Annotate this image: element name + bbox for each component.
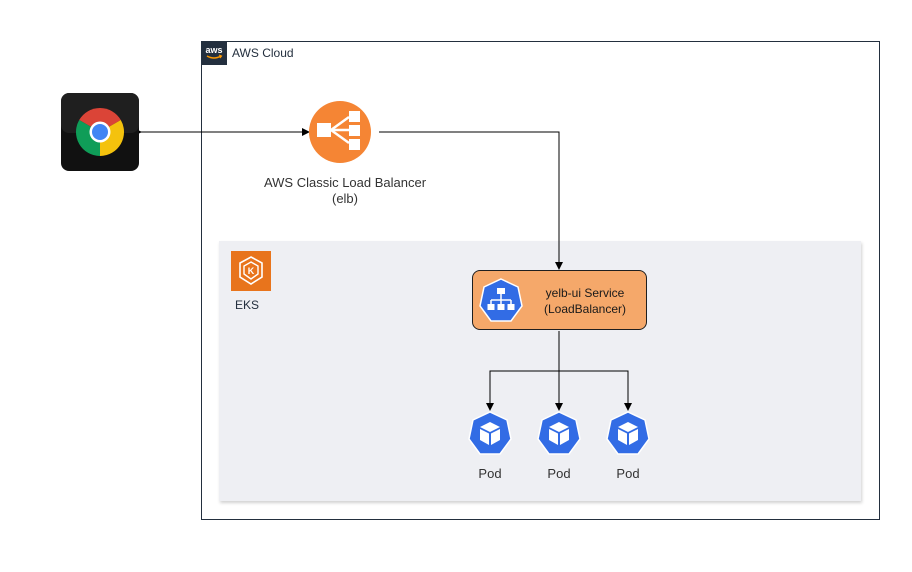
elb-label: AWS Classic Load Balancer (elb)	[240, 175, 450, 207]
pod-label: Pod	[547, 466, 571, 481]
service-name: yelb-ui Service	[545, 286, 625, 300]
k8s-pod-icon	[536, 411, 582, 457]
eks-icon: K	[231, 251, 271, 291]
pod-label: Pod	[478, 466, 502, 481]
svg-text:K: K	[248, 266, 255, 276]
k8s-pod-icon	[467, 411, 513, 457]
pod-label: Pod	[616, 466, 640, 481]
elb-title: AWS Classic Load Balancer	[263, 175, 427, 190]
classic-load-balancer-icon	[308, 100, 372, 164]
elb-service-connector	[379, 131, 563, 270]
chrome-browser-icon	[60, 92, 140, 172]
service-type: (LoadBalancer)	[543, 302, 627, 316]
aws-cloud-label: AWS Cloud	[232, 46, 294, 60]
service-pod3-connector	[559, 370, 632, 411]
eks-label: EKS	[235, 298, 260, 312]
aws-logo-icon: aws	[201, 41, 227, 65]
k8s-service-icon	[478, 278, 524, 324]
service-label: yelb-ui Service (LoadBalancer)	[530, 285, 640, 317]
elb-subtitle: (elb)	[331, 191, 358, 206]
aws-logo-text: aws	[205, 45, 222, 55]
service-pod1-connector	[486, 331, 560, 411]
k8s-pod-icon	[605, 411, 651, 457]
